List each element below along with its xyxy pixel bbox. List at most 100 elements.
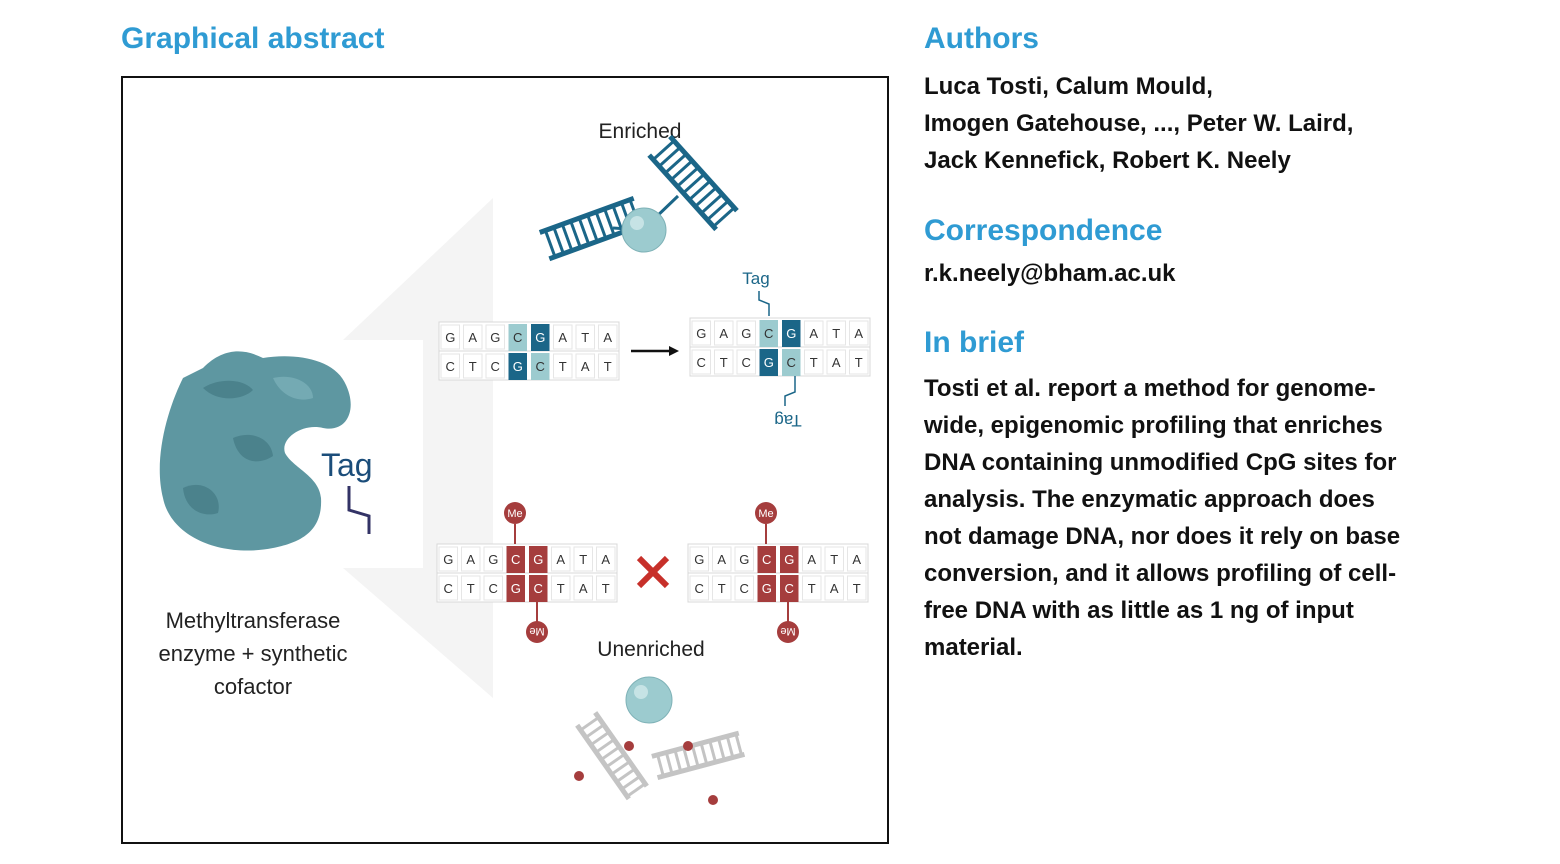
cross-mark-icon — [636, 555, 670, 589]
enriched-label: Enriched — [599, 120, 682, 143]
dna-base: T — [581, 330, 589, 345]
in-brief-line: analysis. The enzymatic approach does — [924, 486, 1375, 513]
in-brief-text: Tosti et al. report a method for genome-… — [924, 370, 1444, 666]
enzyme-caption-line1: Methyltransferase — [166, 608, 341, 633]
correspondence-email: r.k.neely@bham.ac.uk — [924, 260, 1176, 287]
tag-linker-bottom-icon — [784, 376, 796, 406]
dna-base: C — [446, 359, 455, 374]
dna-base: G — [445, 330, 455, 345]
dna-base: A — [466, 552, 475, 567]
dna-base: G — [488, 552, 498, 567]
in-brief-line: DNA containing unmodified CpG sites for — [924, 449, 1397, 476]
bead-icon — [621, 207, 667, 253]
enzyme-tag-label: Tag — [321, 447, 373, 483]
dna-base: C — [489, 581, 498, 596]
dna-base: G — [784, 552, 794, 567]
dna-base: A — [852, 552, 861, 567]
dna-base: C — [785, 581, 794, 596]
in-brief-heading: In brief — [924, 326, 1025, 359]
dna-base: A — [581, 359, 590, 374]
dna-base: C — [491, 359, 500, 374]
dna-base: G — [443, 552, 453, 567]
dna-base: T — [579, 552, 587, 567]
dna-ladder-icon — [647, 134, 739, 232]
dna-base: A — [854, 326, 863, 341]
graphical-abstract-heading: Graphical abstract — [121, 22, 385, 55]
dna-base: T — [718, 581, 726, 596]
methyl-label: Me — [529, 625, 544, 637]
dna-base: A — [832, 355, 841, 370]
enriched-bead-complex — [538, 134, 739, 262]
dna-base: A — [830, 581, 839, 596]
tag-label-top: Tag — [742, 269, 769, 288]
dna-ladder-icon — [651, 730, 746, 781]
dna-base: A — [603, 330, 612, 345]
dna-base: A — [556, 552, 565, 567]
dna-base: C — [787, 355, 796, 370]
dna-base: G — [696, 326, 706, 341]
dna-base: G — [535, 330, 545, 345]
dna-base: T — [557, 581, 565, 596]
authors-line: Jack Kennefick, Robert K. Neely — [924, 147, 1291, 174]
dna-base: C — [762, 552, 771, 567]
dna-base: G — [533, 552, 543, 567]
in-brief-line: not damage DNA, nor does it rely on base — [924, 523, 1401, 550]
methyl-label: Me — [507, 508, 522, 520]
authors-line: Luca Tosti, Calum Mould, — [924, 73, 1213, 100]
dna-base: A — [558, 330, 567, 345]
dna-base: A — [468, 330, 477, 345]
enzyme-caption-line2: enzyme + synthetic — [159, 641, 348, 666]
in-brief-line: conversion, and it allows profiling of c… — [924, 560, 1397, 587]
dna-base: A — [601, 552, 610, 567]
dna-base: T — [855, 355, 863, 370]
dna-base: G — [511, 581, 521, 596]
dna-base: T — [808, 581, 816, 596]
authors-line: Imogen Gatehouse, ..., Peter W. Laird, — [924, 110, 1354, 137]
unenriched-label: Unenriched — [597, 638, 704, 661]
dna-base: G — [762, 581, 772, 596]
dna-base: G — [786, 326, 796, 341]
authors-list: Luca Tosti, Calum Mould, Imogen Gatehous… — [924, 68, 1524, 179]
dna-base: C — [513, 330, 522, 345]
dna-base: T — [853, 581, 861, 596]
arrow-right-icon — [631, 346, 679, 356]
dna-base: T — [832, 326, 840, 341]
methyl-group-icon — [504, 502, 526, 524]
dna-base: C — [695, 581, 704, 596]
correspondence-heading: Correspondence — [924, 214, 1163, 247]
methyl-label: Me — [780, 625, 795, 637]
dna-base: G — [694, 552, 704, 567]
dna-base: T — [602, 581, 610, 596]
methyl-label: Me — [758, 508, 773, 520]
graphical-abstract-figure: Enriched Tag — [121, 76, 889, 844]
in-brief-line: Tosti et al. report a method for genome- — [924, 375, 1376, 402]
dna-base: T — [469, 359, 477, 374]
in-brief-line: free DNA with as little as 1 ng of input — [924, 597, 1354, 624]
dna-base: A — [809, 326, 818, 341]
dna-base: C — [740, 581, 749, 596]
dna-base: T — [467, 581, 475, 596]
bead-icon — [625, 676, 673, 724]
in-brief-line: wide, epigenomic profiling that enriches — [924, 412, 1383, 439]
tag-label-bottom: Tag — [774, 411, 801, 430]
dna-base: A — [717, 552, 726, 567]
dna-base: C — [697, 355, 706, 370]
tag-linker-top-icon — [758, 291, 770, 316]
dna-base: G — [764, 355, 774, 370]
dna-base: A — [579, 581, 588, 596]
dna-base: C — [536, 359, 545, 374]
methyl-group-icon — [574, 741, 718, 805]
graphical-abstract-svg: Enriched Tag — [159, 120, 871, 805]
dna-base: G — [490, 330, 500, 345]
in-brief-line: material. — [924, 634, 1023, 661]
dna-base: T — [810, 355, 818, 370]
dna-base: A — [719, 326, 728, 341]
dna-base: G — [739, 552, 749, 567]
dna-base: C — [511, 552, 520, 567]
dna-base: C — [742, 355, 751, 370]
